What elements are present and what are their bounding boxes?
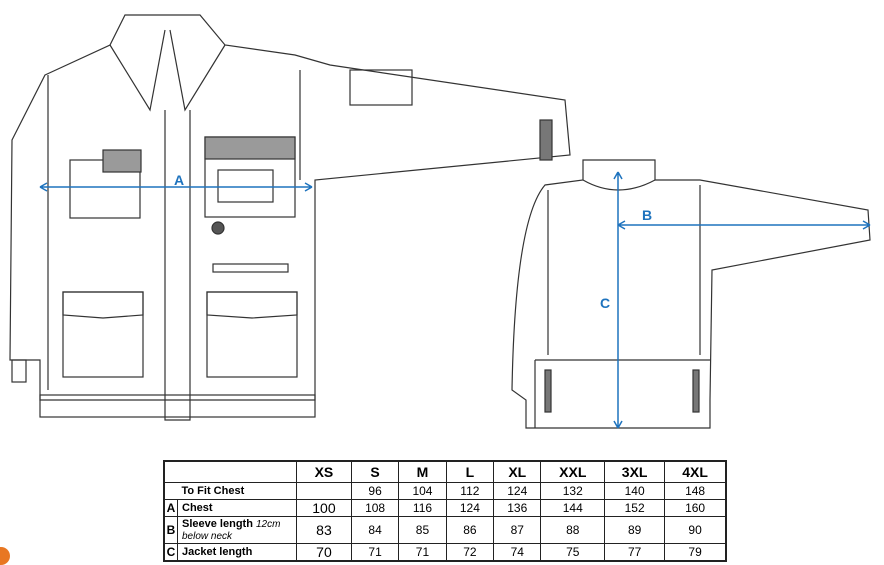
table-cell: 144 (540, 499, 606, 517)
table-cell: 160 (664, 499, 727, 517)
size-xs: XS (296, 460, 352, 483)
row-label: To Fit Chest (177, 482, 297, 500)
size-xxl: XXL (540, 460, 606, 483)
row-letter (163, 482, 178, 500)
row-label-text: To Fit Chest (181, 485, 245, 497)
table-cell: 85 (398, 516, 447, 544)
row-label-note: 12cm below neck (182, 519, 281, 542)
row-label-text: Jacket length (182, 546, 253, 558)
row-letter: B (163, 516, 178, 544)
table-cell: 79 (664, 543, 727, 562)
measure-arrows (39, 171, 871, 429)
table-cell: 86 (445, 516, 495, 544)
table-cell: 152 (604, 499, 666, 517)
table-cell: 124 (493, 482, 542, 500)
table-cell: 75 (540, 543, 606, 562)
measure-a-arrow (39, 182, 313, 192)
table-cell: 148 (664, 482, 727, 500)
table-cell: 116 (398, 499, 447, 517)
measure-b-label: B (642, 207, 653, 223)
row-label-text: Chest (182, 502, 213, 514)
table-cell: 71 (350, 543, 400, 562)
table-cell: 136 (493, 499, 542, 517)
measure-c-arrow (613, 171, 623, 429)
jacket-drawings (9, 14, 871, 429)
size-4xl: 4XL (664, 460, 727, 483)
size-3xl: 3XL (604, 460, 666, 483)
row-label: Chest (177, 499, 297, 517)
table-cell: 77 (604, 543, 666, 562)
table-cell: 96 (350, 482, 400, 500)
table-cell: 87 (493, 516, 542, 544)
table-cell: 132 (540, 482, 606, 500)
table-cell: 89 (604, 516, 666, 544)
size-header-row: XS S M L XL XXL 3XL 4XL (163, 460, 727, 483)
size-l: L (445, 460, 495, 483)
table-cell: 90 (664, 516, 727, 544)
size-xl: XL (493, 460, 542, 483)
row-letter: C (163, 543, 178, 562)
table-cell: 88 (540, 516, 606, 544)
front-jacket-drawing (9, 14, 571, 421)
size-m: M (398, 460, 447, 483)
row-label: Sleeve length 12cm below neck (177, 516, 297, 544)
table-cell: 104 (398, 482, 447, 500)
table-cell: 71 (398, 543, 447, 562)
size-s: S (350, 460, 400, 483)
table-cell: 140 (604, 482, 666, 500)
orange-dot (0, 547, 10, 565)
table-cell: 70 (296, 543, 352, 562)
row-label: Jacket length (177, 543, 297, 562)
table-cell (296, 482, 352, 500)
measure-c-label: C (600, 295, 611, 311)
table-cell: 74 (493, 543, 542, 562)
back-jacket-drawing (511, 159, 871, 429)
measure-b-arrow (617, 220, 871, 230)
table-cell: 100 (296, 499, 352, 517)
row-letter: A (163, 499, 178, 517)
table-cell: 72 (445, 543, 495, 562)
table-cell: 112 (445, 482, 495, 500)
table-cell: 124 (445, 499, 495, 517)
table-cell: 84 (350, 516, 400, 544)
measure-a-label: A (174, 172, 185, 188)
row-label-text: Sleeve length (182, 518, 253, 530)
table-cell: 108 (350, 499, 400, 517)
table-cell: 83 (296, 516, 352, 544)
